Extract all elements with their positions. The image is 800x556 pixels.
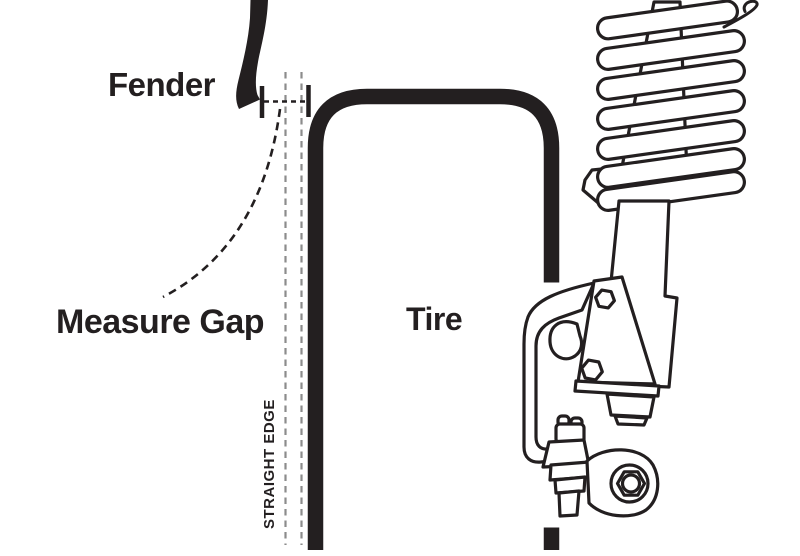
hex-bolt-lower <box>580 358 604 382</box>
gap-measurement-marks <box>259 85 311 118</box>
strut-assembly <box>522 0 759 518</box>
hex-bolt-upper <box>593 288 617 310</box>
straight-edge-lines <box>284 72 303 545</box>
fender-drawing <box>236 0 268 109</box>
measure-gap-leader <box>162 108 282 299</box>
ball-joint-stack <box>541 438 592 518</box>
measure-gap-label: Measure Gap <box>56 303 265 341</box>
ball-joint-eye <box>585 448 660 518</box>
fender-label: Fender <box>108 66 216 103</box>
spring-end-curl <box>722 0 759 29</box>
bracket-flange <box>573 379 661 398</box>
knuckle-arm <box>522 281 596 464</box>
tire-label: Tire <box>406 301 463 337</box>
coil-spring <box>595 0 759 212</box>
arm-pocket <box>548 320 584 361</box>
mount-block-upper <box>605 392 656 419</box>
tire-outline <box>307 88 560 550</box>
straight-edge-label: STRAIGHT EDGE <box>261 399 278 529</box>
mount-block-lower <box>613 414 649 427</box>
